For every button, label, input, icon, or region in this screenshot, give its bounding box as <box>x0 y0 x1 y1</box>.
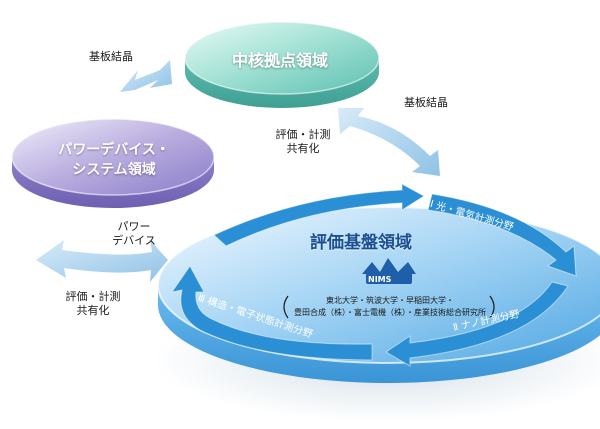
eval-members-line1: 東北大学・筑波大学・早稲田大学・ <box>326 296 454 305</box>
eval-members: 東北大学・筑波大学・早稲田大学・ 豊田合成（株）・富士電機（株）・産業技術総合研… <box>290 295 490 319</box>
connector-core-eval <box>338 108 440 176</box>
label-core-eval-bottom: 評価・計測 共有化 <box>268 128 338 156</box>
label-power-eval-bottom-line1: 評価・計測 <box>65 290 121 303</box>
label-core-eval-bottom-line2: 共有化 <box>286 142 320 155</box>
cycle-arrow-top <box>213 183 425 247</box>
label-power-eval-bottom-line2: 共有化 <box>76 304 110 317</box>
members-bracket-right <box>489 295 495 319</box>
label-power-eval-top-line1: パワー <box>117 220 151 233</box>
cycle-arrow-right <box>427 193 577 277</box>
members-bracket-left <box>283 295 289 319</box>
power-disk-title: パワーデバイス・ システム領域 <box>34 140 194 180</box>
connector-power-core <box>120 60 172 92</box>
power-disk <box>11 118 215 208</box>
label-core-eval-bottom-line1: 評価・計測 <box>275 128 331 141</box>
eval-disk-title: 評価基盤領域 <box>310 233 412 253</box>
cycle-arrow-bottom-right <box>385 281 569 367</box>
eval-members-line2: 豊田合成（株）・富士電機（株）・産業技術総合研究所 <box>294 308 486 317</box>
nims-logo-text: NIMS <box>368 275 392 284</box>
label-power-eval-top: パワー デバイス <box>104 220 164 248</box>
label-power-eval-bottom: 評価・計測 共有化 <box>58 290 128 318</box>
power-disk-title-line1: パワーデバイス・ <box>58 142 170 158</box>
label-core-eval-top: 基板結晶 <box>404 96 448 109</box>
cycle-arrow-left <box>170 265 373 361</box>
label-power-core: 基板結晶 <box>89 50 133 63</box>
power-disk-title-line2: システム領域 <box>72 162 156 178</box>
connector-power-eval <box>36 240 168 282</box>
core-disk <box>184 21 380 108</box>
label-power-eval-top-line2: デバイス <box>112 234 156 247</box>
core-disk-title: 中核拠点領域 <box>232 51 329 70</box>
nims-logo-icon <box>362 258 416 284</box>
eval-disk <box>157 206 600 383</box>
